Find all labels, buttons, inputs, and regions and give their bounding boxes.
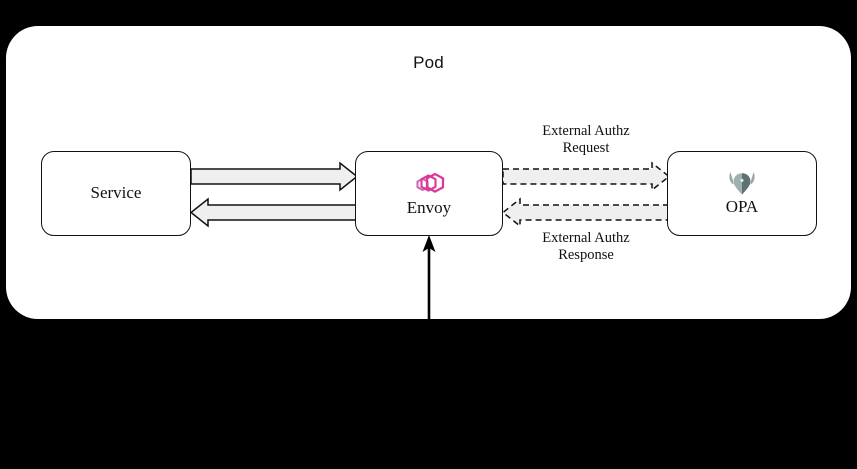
opa-horned-shield-logo	[727, 170, 757, 197]
envoy-hexagon-logo	[408, 170, 450, 198]
node-envoy-label: Envoy	[406, 197, 452, 217]
node-opa[interactable]: OPA	[667, 151, 817, 236]
pod-label: Pod	[413, 53, 444, 72]
node-envoy[interactable]: Envoy	[355, 151, 503, 236]
node-service[interactable]: Service	[41, 151, 191, 236]
edge-label-authz-response: External Authz Response	[542, 230, 630, 263]
node-opa-label: OPA	[725, 197, 759, 217]
node-service-label: Service	[90, 183, 142, 203]
edge-label-authz-request: External Authz Request	[542, 123, 630, 156]
